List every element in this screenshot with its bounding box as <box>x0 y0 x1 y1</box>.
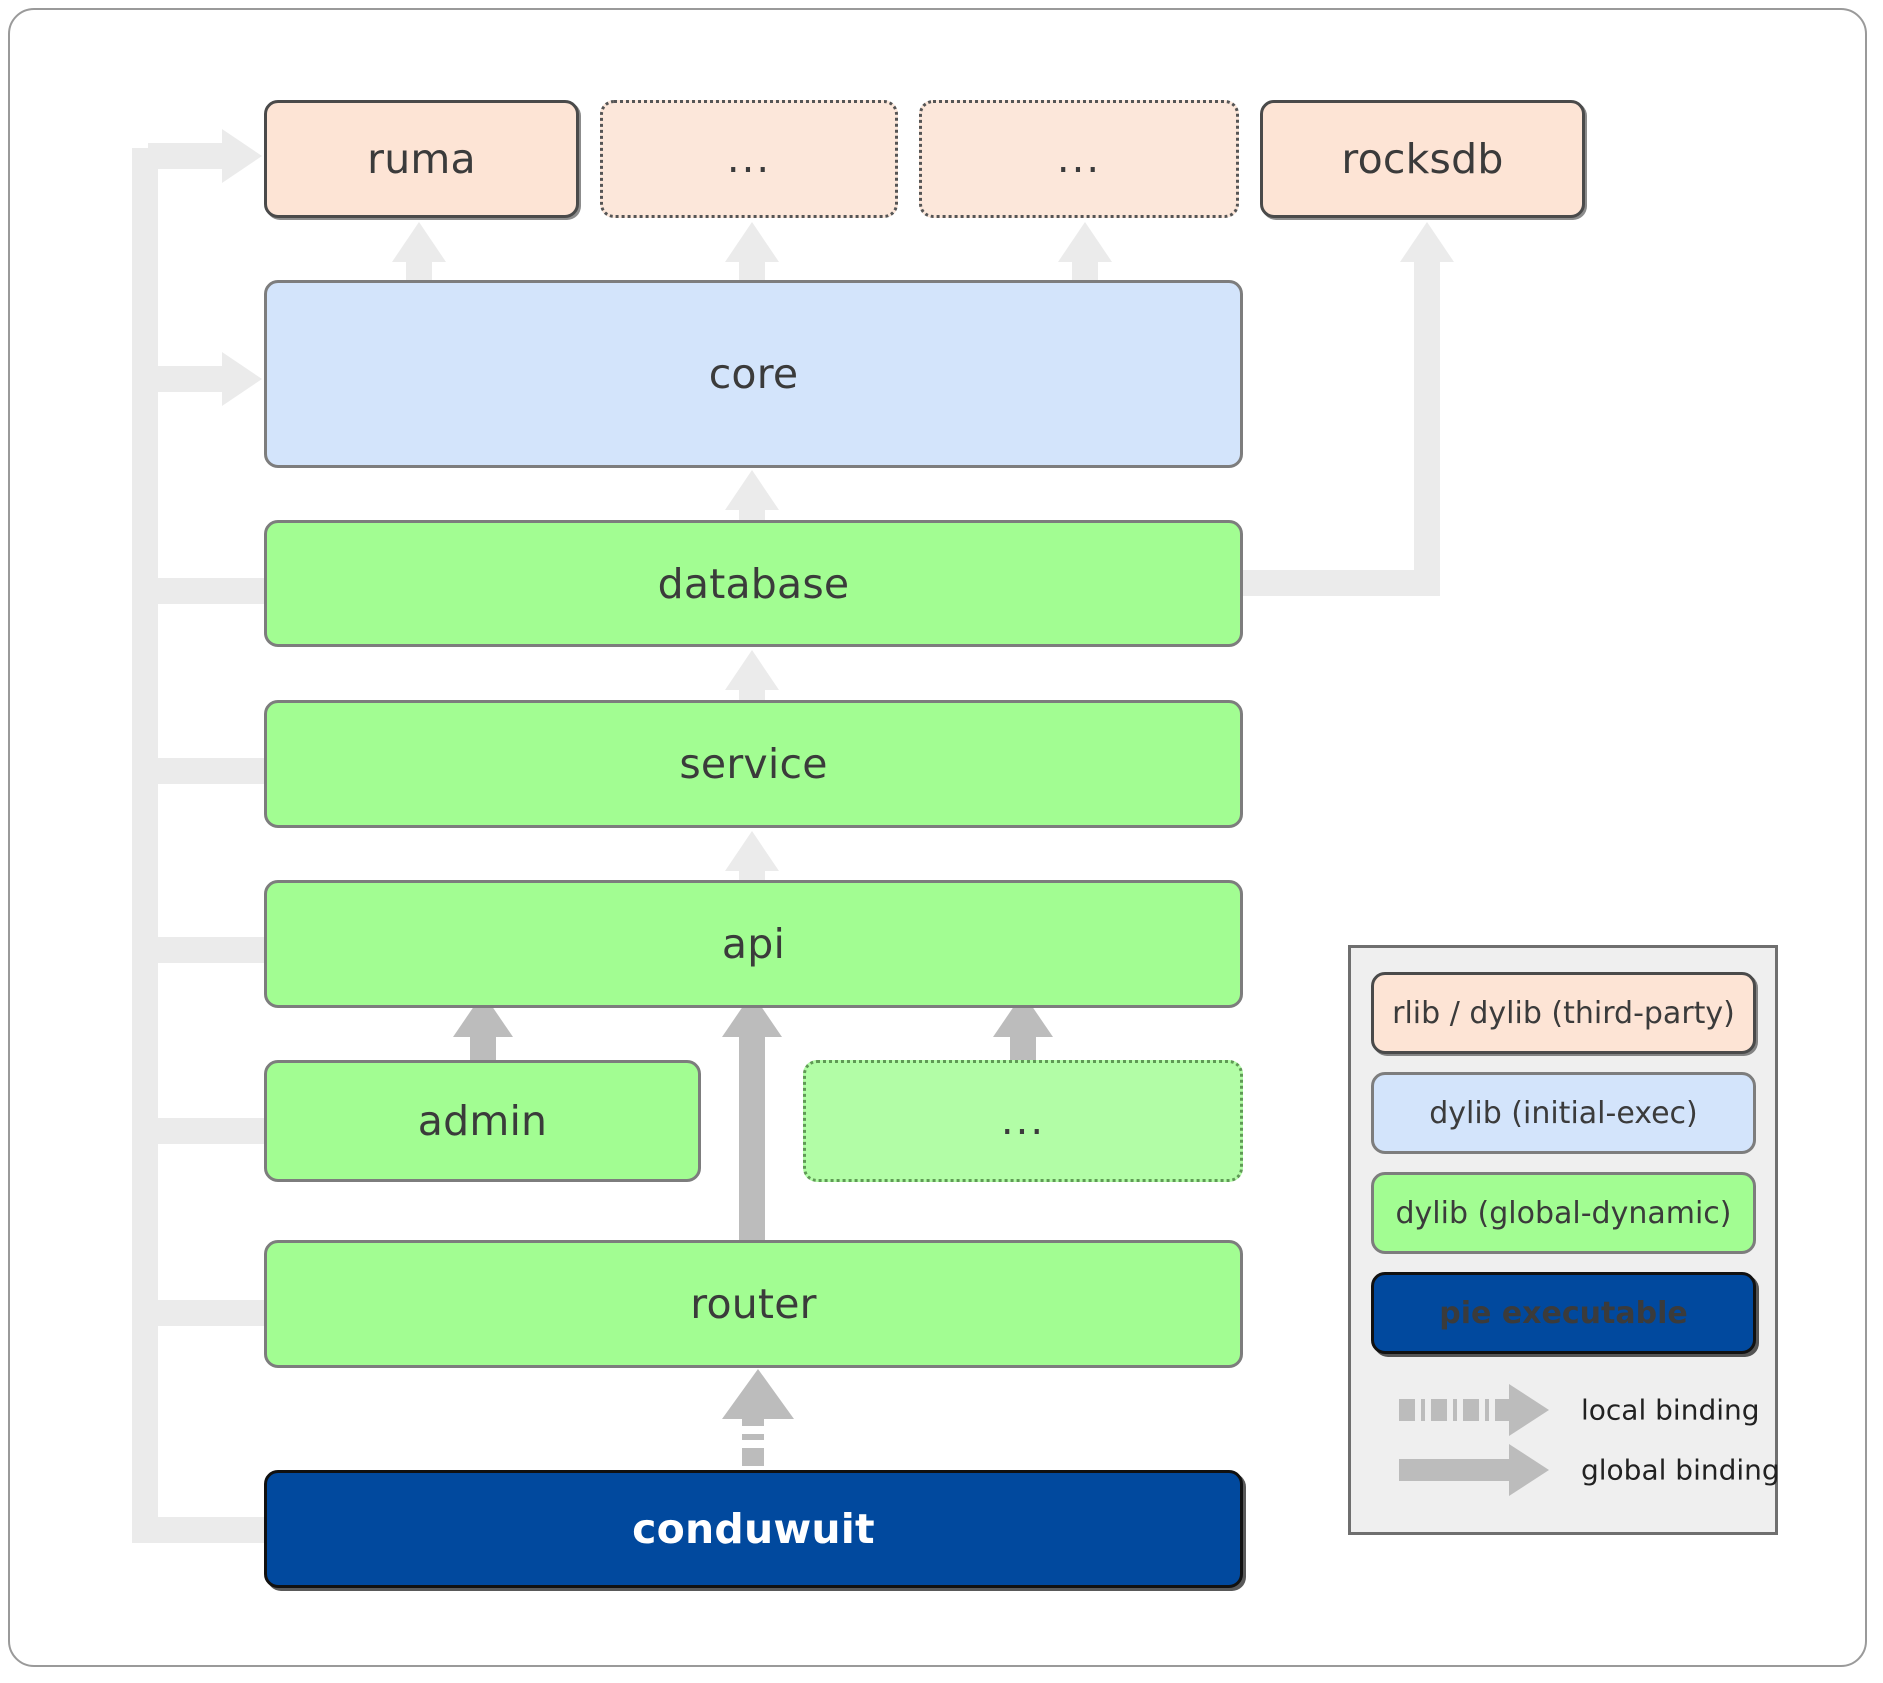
node-ellipsis-top-1[interactable]: ... <box>600 100 898 218</box>
global-binding-arrow-icon <box>1399 1444 1549 1496</box>
node-admin[interactable]: admin <box>264 1060 701 1182</box>
node-ellipsis-mid-label: ... <box>1000 1098 1046 1144</box>
branch-to-router <box>148 1300 273 1326</box>
legend-item-global-dynamic: dylib (global-dynamic) <box>1371 1172 1756 1254</box>
node-router-label: router <box>690 1280 817 1328</box>
legend-item-initial-exec-label: dylib (initial-exec) <box>1429 1095 1698 1131</box>
database-to-core-arrowhead <box>725 470 779 510</box>
legend-arrow-global-binding: global binding <box>1351 1440 1780 1500</box>
database-to-rocksdb-horizontal <box>1230 570 1440 596</box>
node-service[interactable]: service <box>264 700 1243 828</box>
node-database[interactable]: database <box>264 520 1243 647</box>
local-binding-shaft <box>1399 1399 1509 1421</box>
node-ruma[interactable]: ruma <box>264 100 579 218</box>
node-conduwuit[interactable]: conduwuit <box>264 1470 1243 1588</box>
legend-item-initial-exec: dylib (initial-exec) <box>1371 1072 1756 1154</box>
legend-item-third-party-label: rlib / dylib (third-party) <box>1392 995 1735 1031</box>
core-to-ellipsis1-arrowhead <box>725 222 779 262</box>
branch-to-admin <box>148 1118 273 1144</box>
conduwuit-to-router-arrowhead <box>722 1369 794 1419</box>
node-database-label: database <box>657 559 850 608</box>
branch-to-core-shaft <box>148 366 233 392</box>
local-binding-arrow-icon <box>1399 1384 1549 1436</box>
core-to-ellipsis2-arrowhead <box>1058 222 1112 262</box>
node-api[interactable]: api <box>264 880 1243 1008</box>
trunk-vertical-conduwuit <box>132 148 158 1543</box>
node-core-label: core <box>708 350 799 398</box>
node-admin-label: admin <box>417 1097 548 1145</box>
conduwuit-to-router-dashed-shaft <box>742 1408 764 1470</box>
service-to-database-arrowhead <box>725 650 779 690</box>
database-to-rocksdb-vertical <box>1414 258 1440 588</box>
node-core[interactable]: core <box>264 280 1243 468</box>
local-binding-arrowhead <box>1509 1384 1549 1436</box>
node-conduwuit-label: conduwuit <box>632 1505 875 1553</box>
branch-to-database <box>148 578 273 604</box>
branch-to-api <box>148 937 273 963</box>
legend-item-pie-executable-label: pie executable <box>1439 1295 1688 1331</box>
legend-arrow-global-binding-label: global binding <box>1581 1453 1780 1487</box>
global-binding-arrowhead <box>1509 1444 1549 1496</box>
node-rocksdb-label: rocksdb <box>1341 135 1504 183</box>
node-service-label: service <box>679 740 828 788</box>
legend-arrow-local-binding: local binding <box>1351 1380 1775 1440</box>
legend-arrow-local-binding-label: local binding <box>1581 1393 1760 1427</box>
node-ellipsis-top-2-label: ... <box>1056 136 1102 182</box>
node-ellipsis-mid[interactable]: ... <box>803 1060 1243 1182</box>
branch-to-core-arrowhead <box>222 352 262 406</box>
router-to-api-shaft <box>739 1023 765 1243</box>
legend-panel: rlib / dylib (third-party) dylib (initia… <box>1348 945 1780 1535</box>
api-to-service-arrowhead <box>725 831 779 871</box>
database-to-rocksdb-arrowhead <box>1400 222 1454 262</box>
legend-item-third-party: rlib / dylib (third-party) <box>1371 972 1756 1054</box>
branch-to-ruma-arrowhead <box>222 129 262 183</box>
node-ellipsis-top-2[interactable]: ... <box>919 100 1239 218</box>
legend-item-pie-executable: pie executable <box>1371 1272 1756 1354</box>
node-router[interactable]: router <box>264 1240 1243 1368</box>
node-rocksdb[interactable]: rocksdb <box>1260 100 1585 218</box>
branch-to-ruma-shaft <box>148 143 233 169</box>
global-binding-shaft <box>1399 1459 1509 1481</box>
branch-to-service <box>148 758 273 784</box>
node-api-label: api <box>721 920 786 968</box>
node-ellipsis-top-1-label: ... <box>726 136 772 182</box>
node-ruma-label: ruma <box>367 135 476 183</box>
core-to-ruma-arrowhead <box>392 222 446 262</box>
legend-item-global-dynamic-label: dylib (global-dynamic) <box>1395 1195 1732 1231</box>
